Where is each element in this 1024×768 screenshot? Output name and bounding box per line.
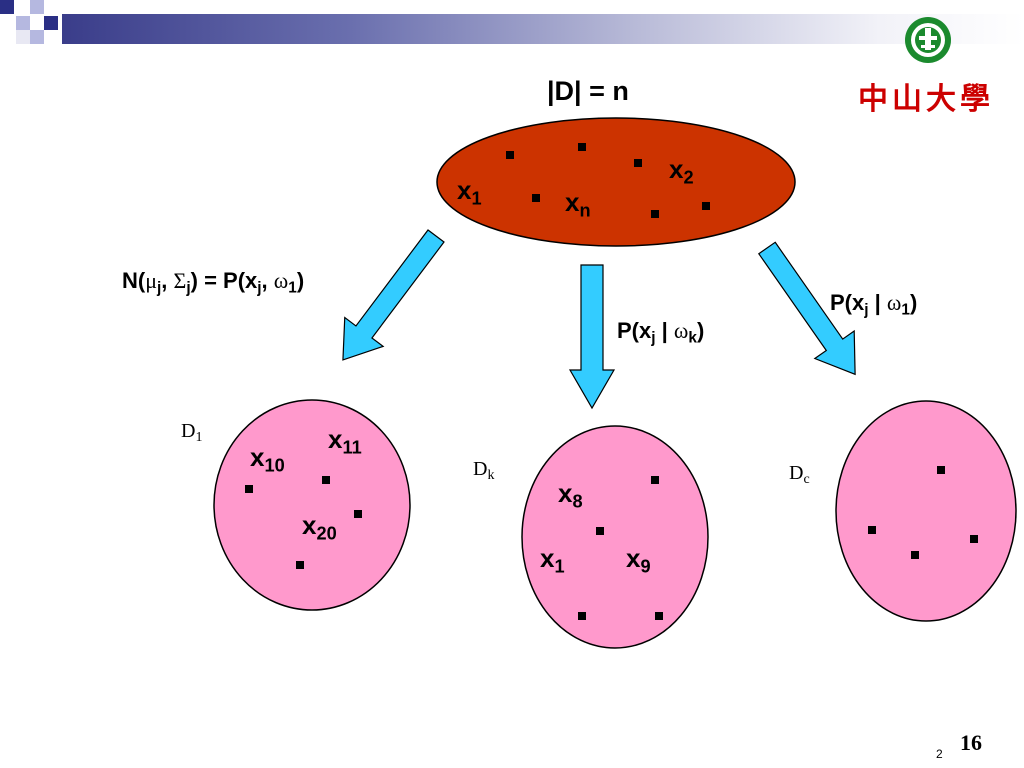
- arrow-right-label: P(xj | ω1): [830, 290, 918, 319]
- corner-square-dark: [0, 0, 14, 14]
- cluster-dk-ellipse: [521, 425, 709, 649]
- data-point: [354, 510, 362, 518]
- data-point: [596, 527, 604, 535]
- data-point: [651, 476, 659, 484]
- dataset-size-label: |D| = n: [547, 76, 629, 106]
- corner-square-light: [16, 16, 30, 30]
- data-point: [911, 551, 919, 559]
- point-label-x20: x20: [302, 510, 337, 544]
- data-point: [702, 202, 710, 210]
- university-name-logo: 中山大學: [858, 82, 994, 117]
- data-point: [245, 485, 253, 493]
- arrow-right: [757, 241, 856, 376]
- point-label-x1: x1: [457, 175, 482, 209]
- point-label-x8: x8: [558, 478, 583, 512]
- footer-small-number: 2: [936, 747, 943, 761]
- cluster-dk-label: Dk: [473, 458, 495, 484]
- corner-square-light: [30, 30, 44, 44]
- arrow-left-label: N(μj, Σj) = P(xj, ω1): [122, 268, 305, 297]
- data-point: [322, 476, 330, 484]
- arrow-middle-label: P(xj | ωk): [617, 318, 705, 347]
- dataset-ellipse: [436, 117, 796, 247]
- university-seal-icon: [905, 17, 951, 63]
- data-point: [937, 466, 945, 474]
- data-point: [655, 612, 663, 620]
- corner-square-light: [30, 0, 44, 14]
- point-label-xn: xn: [565, 187, 591, 221]
- data-point: [868, 526, 876, 534]
- data-point: [506, 151, 514, 159]
- title-gradient-bar: [62, 14, 1024, 44]
- point-label-x9: x9: [626, 543, 651, 577]
- data-point: [532, 194, 540, 202]
- data-point: [578, 143, 586, 151]
- arrow-left: [342, 229, 445, 361]
- data-point: [578, 612, 586, 620]
- data-point: [634, 159, 642, 167]
- corner-square-white: [16, 30, 30, 44]
- arrow-middle: [568, 264, 616, 410]
- data-point: [970, 535, 978, 543]
- data-point: [296, 561, 304, 569]
- point-label-x10: x10: [250, 442, 285, 476]
- page-number: 16: [960, 730, 982, 755]
- point-label-x11: x11: [328, 424, 362, 458]
- cluster-dc-ellipse: [835, 400, 1017, 622]
- cluster-d1-label: D1: [181, 420, 203, 446]
- point-label-x1-cluster: x1: [540, 543, 565, 577]
- point-label-x2: x2: [669, 154, 694, 188]
- data-point: [651, 210, 659, 218]
- cluster-dc-label: Dc: [789, 462, 810, 488]
- corner-square-dark: [44, 16, 58, 30]
- cluster-d1-ellipse: [213, 399, 411, 611]
